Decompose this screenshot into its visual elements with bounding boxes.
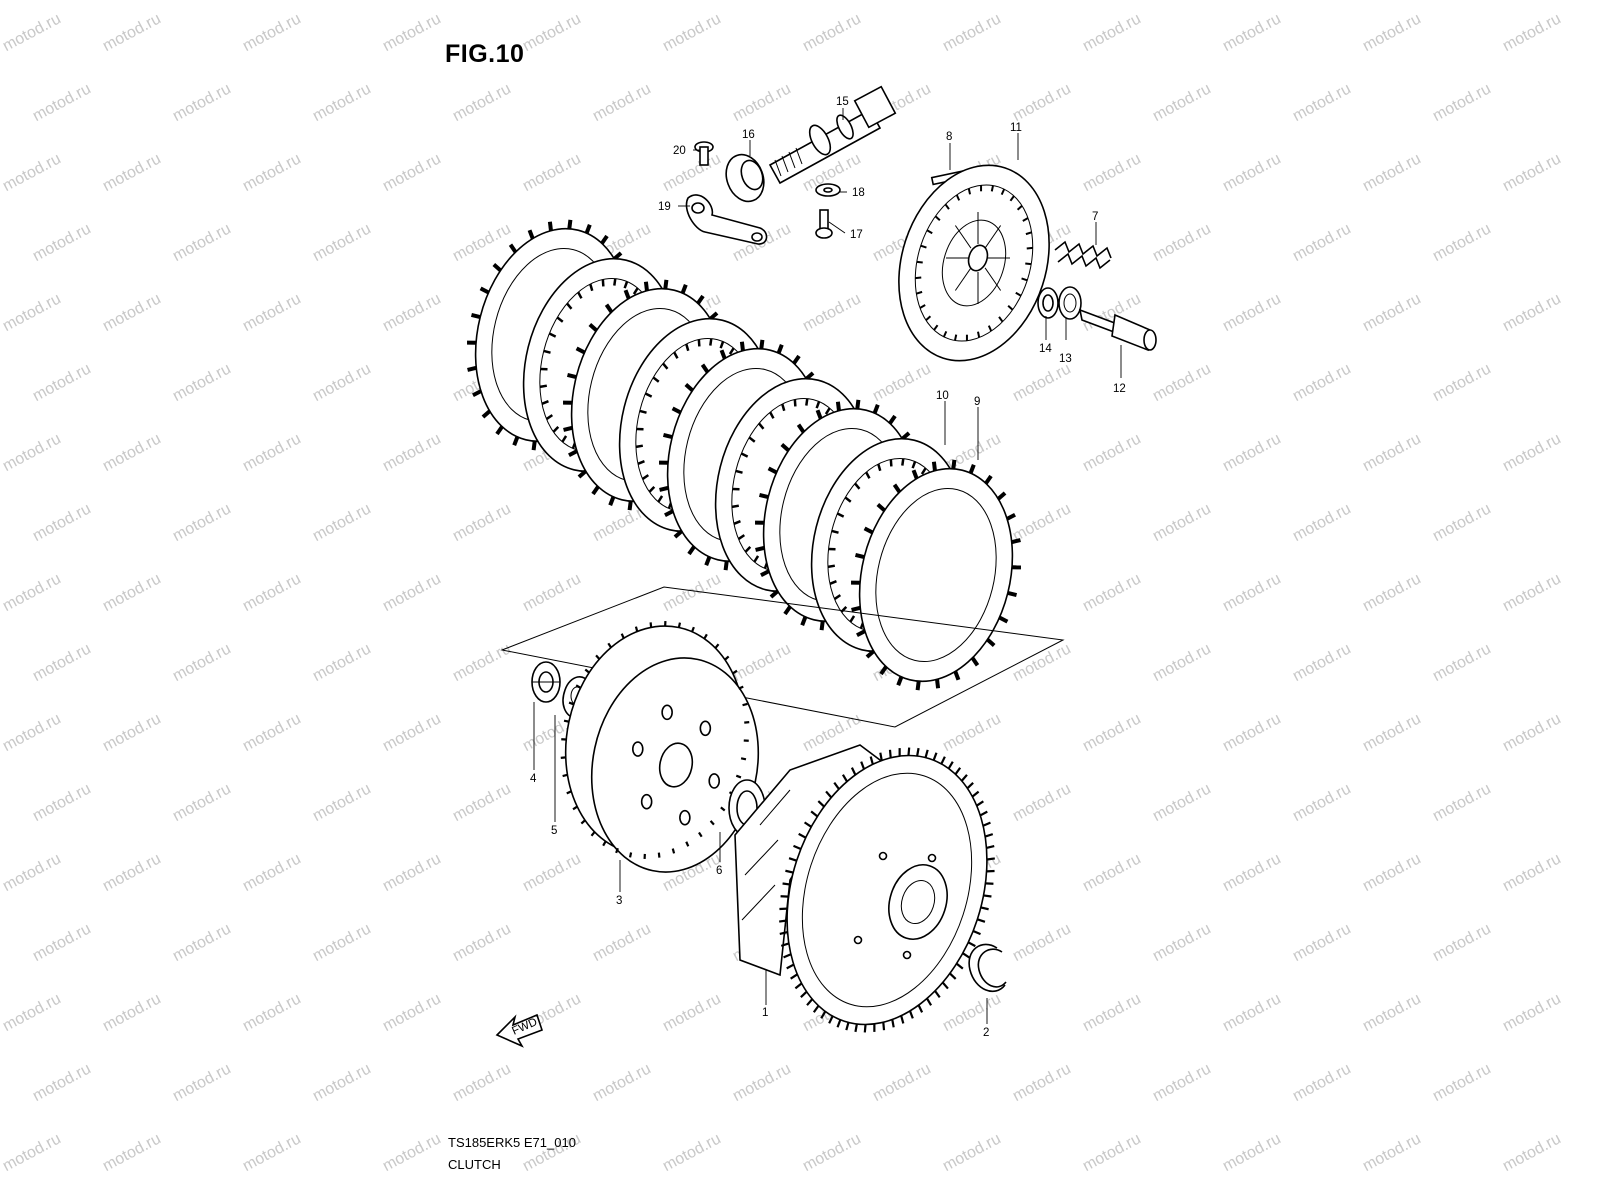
bearing-13 <box>1058 286 1082 320</box>
callout-3: 3 <box>616 895 622 907</box>
callout-labels: 1 2 3 4 5 6 7 8 9 10 11 12 13 14 15 16 1… <box>530 96 1126 1039</box>
clutch-housing-1 <box>734 744 995 1033</box>
callout-16: 16 <box>742 129 755 141</box>
callout-12: 12 <box>1113 383 1126 395</box>
spring-7 <box>1054 240 1112 270</box>
washer-18 <box>815 183 841 197</box>
callout-10: 10 <box>936 390 949 402</box>
callout-14: 14 <box>1039 343 1052 355</box>
callout-20: 20 <box>673 145 686 157</box>
callout-1: 1 <box>762 1007 768 1019</box>
callout-8: 8 <box>946 131 952 143</box>
callout-18: 18 <box>852 187 865 199</box>
pressure-plate-11 <box>898 164 1050 362</box>
lever-19 <box>685 194 768 245</box>
callout-4: 4 <box>530 773 537 785</box>
fwd-arrow-icon: FWD <box>495 1013 544 1048</box>
bolt-20 <box>694 141 714 166</box>
figure-caption: CLUTCH <box>448 1157 501 1172</box>
callout-2: 2 <box>983 1027 989 1039</box>
leader-lines <box>533 108 1122 1024</box>
bearing-16 <box>725 153 765 203</box>
callout-19: 19 <box>658 201 671 213</box>
callout-13: 13 <box>1059 353 1072 365</box>
callout-17: 17 <box>850 229 863 241</box>
callout-7: 7 <box>1092 211 1098 223</box>
push-rod-12 <box>1078 308 1157 352</box>
subassembly-frame <box>500 586 1065 728</box>
release-shaft-15 <box>768 85 897 185</box>
figure-code: TS185ERK5 E71_010 <box>448 1135 576 1150</box>
callout-15: 15 <box>836 96 849 108</box>
clutch-plate-stack <box>467 219 1021 691</box>
washer-14 <box>1037 287 1059 319</box>
figure-title: FIG.10 <box>445 40 525 68</box>
callout-6: 6 <box>716 865 722 877</box>
nut-4 <box>531 661 561 703</box>
callout-9: 9 <box>974 396 980 408</box>
clutch-hub-3 <box>560 620 760 873</box>
screw-17 <box>815 209 833 239</box>
callout-11: 11 <box>1010 122 1022 134</box>
callout-5: 5 <box>551 825 557 837</box>
circlip-2 <box>968 943 1007 993</box>
